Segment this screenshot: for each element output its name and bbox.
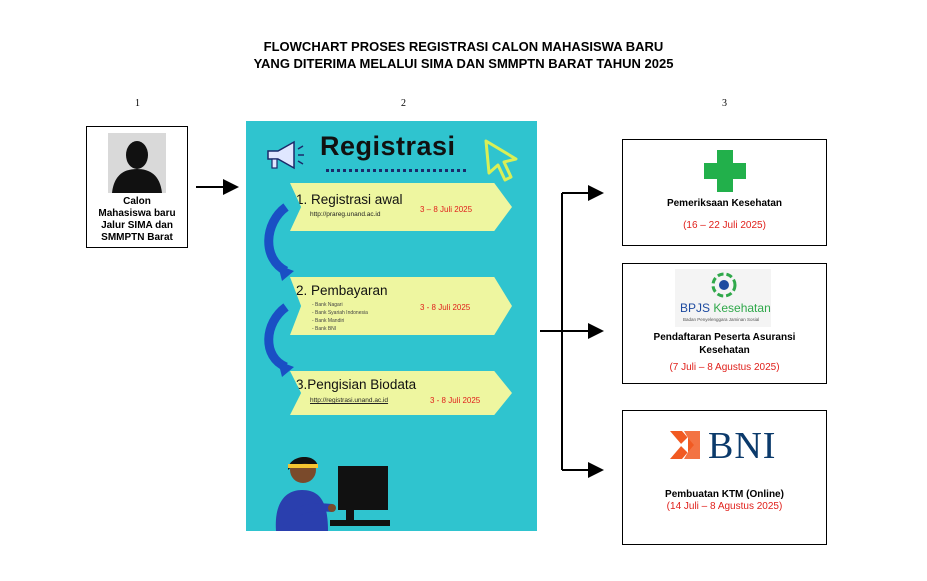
ktm-label: Pembuatan KTM (Online) <box>665 489 784 500</box>
step-date: 3 – 8 Juli 2025 <box>420 205 473 214</box>
applicant-label: Calon Mahasiswa baru Jalur SIMA dan SMMP… <box>87 196 187 244</box>
health-check-box: Pemeriksaan Kesehatan (16 – 22 Juli 2025… <box>622 139 827 246</box>
insurance-registration-box: BPJS Kesehatan Badan Penyelenggara Jamin… <box>622 263 827 384</box>
step-pembayaran: 2. Pembayaran - Bank Nagari - Bank Syari… <box>290 277 512 335</box>
ktm-creation-box: BNI Pembuatan KTM (Online) (14 Juli – 8 … <box>622 410 827 545</box>
step-registrasi-awal: 1. Registrasi awal http://prareg.unand.a… <box>290 183 512 231</box>
insurance-label-line: Pendaftaran Peserta Asuransi <box>653 332 796 343</box>
applicant-box: Calon Mahasiswa baru Jalur SIMA dan SMMP… <box>86 126 188 248</box>
flowchart-title-line1: FLOWCHART PROSES REGISTRASI CALON MAHASI… <box>263 39 664 54</box>
bpjs-logo-text: BPJS Kesehatan <box>680 301 771 315</box>
ktm-date: (14 Juli – 8 Agustus 2025) <box>666 501 783 512</box>
bpjs-logo: BPJS Kesehatan Badan Penyelenggara Jamin… <box>675 269 771 327</box>
cursor-arrow-icon <box>484 139 518 182</box>
bank-item: - Bank Mandiri <box>312 318 345 324</box>
insurance-label: Pendaftaran Peserta Asuransi Kesehatan <box>623 331 826 357</box>
health-cross-icon-bar <box>704 163 746 179</box>
bpjs-emblem-icon <box>711 272 737 298</box>
step-date: 3 - 8 Juli 2025 <box>420 303 471 312</box>
poster-flow-arrows <box>264 203 294 377</box>
health-check-date: (16 – 22 Juli 2025) <box>683 220 766 231</box>
bank-item: - Bank BNI <box>312 326 337 332</box>
step-heading: 3.Pengisian Biodata <box>296 377 417 392</box>
step-date: 3 - 8 Juli 2025 <box>430 396 481 405</box>
bpjs-logo-subtitle: Badan Penyelenggara Jaminan Sosial <box>683 317 760 322</box>
bpjs-brand: BPJS <box>680 301 711 315</box>
step-number-3: 3 <box>722 98 727 109</box>
applicant-label-line: Jalur SIMA dan <box>101 220 173 231</box>
person-silhouette-icon <box>108 133 166 193</box>
step-heading: 2. Pembayaran <box>296 283 388 298</box>
step-pengisian-biodata: 3.Pengisian Biodata http://registrasi.un… <box>290 371 512 415</box>
bank-list: - Bank Nagari - Bank Syariah Indonesia -… <box>312 301 368 333</box>
bni-emblem-icon <box>670 431 700 459</box>
flowchart-title-line2: YANG DITERIMA MELALUI SIMA DAN SMMPTN BA… <box>253 56 674 71</box>
bni-logo-text: BNI <box>708 425 777 467</box>
applicant-label-line: Calon <box>123 196 151 207</box>
step-number-1: 1 <box>135 98 140 109</box>
applicant-label-line: Mahasiswa baru <box>98 208 176 219</box>
poster-title-underline <box>326 169 466 173</box>
megaphone-icon <box>267 140 304 170</box>
step-number-2: 2 <box>401 98 406 109</box>
bpjs-brand-suffix: Kesehatan <box>713 301 771 315</box>
registration-poster: Registrasi 1. Registrasi awal http://pra… <box>246 121 537 531</box>
applicant-label-line: SMMPTN Barat <box>101 232 173 243</box>
bank-item: - Bank Syariah Indonesia <box>312 310 368 316</box>
step-heading: 1. Registrasi awal <box>296 192 403 207</box>
bni-logo: BNI <box>668 425 783 467</box>
insurance-label-line: Kesehatan <box>699 345 750 356</box>
bank-item: - Bank Nagari <box>312 302 343 308</box>
prareg-link[interactable]: http://prareg.unand.ac.id <box>310 211 381 218</box>
insurance-date: (7 Juli – 8 Agustus 2025) <box>669 362 780 373</box>
registrasi-link[interactable]: http://registrasi.unand.ac.id <box>310 397 389 404</box>
person-at-computer-illustration <box>275 456 390 531</box>
poster-title: Registrasi <box>320 131 456 161</box>
health-check-label: Pemeriksaan Kesehatan <box>666 198 783 209</box>
